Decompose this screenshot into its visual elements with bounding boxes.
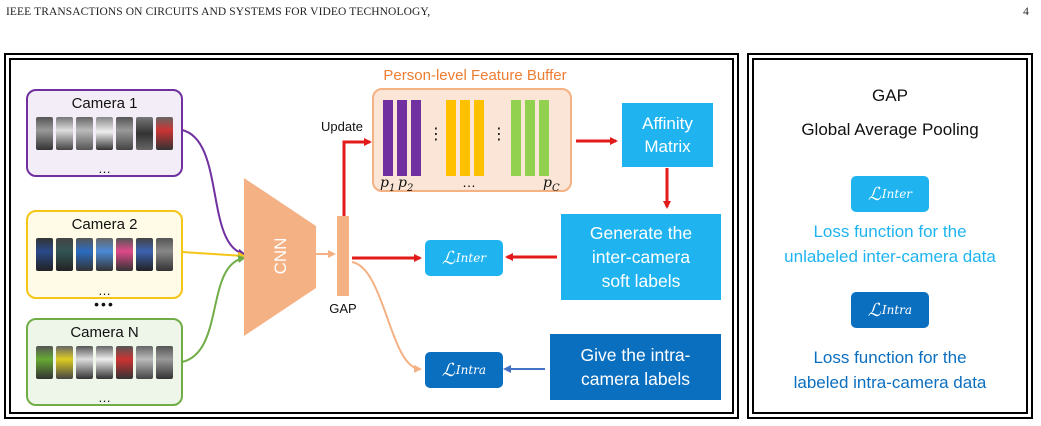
camera-2-image-strip <box>36 238 173 271</box>
buffer-label-p1: p1 <box>380 175 396 194</box>
gap-feature-vector <box>337 216 349 296</box>
buffer-dots-mid: … <box>462 174 476 190</box>
buffer-vdots-2: ⋮ <box>491 126 507 143</box>
give-intra-labels-box: Give the intra- camera labels <box>550 334 721 400</box>
buffer-title: Person-level Feature Buffer <box>383 67 567 84</box>
buffer-purple-bars <box>383 100 421 176</box>
camera-n-label: Camera N <box>70 324 139 341</box>
camera-1-image-strip <box>36 117 173 150</box>
affinity-matrix-box: Affinity Matrix <box>622 103 713 167</box>
camera-2-more-dots: … <box>98 283 111 298</box>
camera-n-box: Camera N … <box>26 318 183 406</box>
buffer-green-bars <box>511 100 549 176</box>
generate-line-3: soft labels <box>601 271 681 291</box>
cnn-label: CNN <box>271 237 290 275</box>
camera-2-label: Camera 2 <box>71 216 138 233</box>
buffer-label-pc: pC <box>543 175 560 194</box>
legend-intra-desc-2: labeled intra-camera data <box>793 373 987 392</box>
cameras-ellipsis: ••• <box>94 296 115 312</box>
legend-inter-desc-1: Loss function for the <box>813 222 967 241</box>
generate-line-2: inter-camera <box>591 247 691 267</box>
camera-n-more-dots: … <box>98 390 111 405</box>
legend-gap-title: GAP <box>872 86 908 105</box>
legend-frame-inner <box>752 58 1028 414</box>
buffer-label-p2: p2 <box>398 175 414 194</box>
buffer-yellow-bars <box>446 100 484 176</box>
affinity-line-2: Matrix <box>644 137 691 156</box>
buffer-vdots-1: ⋮ <box>428 126 444 143</box>
give-line-1: Give the intra- <box>580 345 691 365</box>
generate-line-1: Generate the <box>589 223 693 243</box>
cnn-block <box>244 178 316 336</box>
page-number: 4 <box>1023 6 1029 18</box>
legend-gap-full: Global Average Pooling <box>801 120 979 139</box>
update-label: Update <box>321 119 363 134</box>
generate-soft-labels-box: Generate the inter-camera soft labels <box>561 214 721 300</box>
camera-1-more-dots: … <box>98 161 111 176</box>
journal-header: IEEE TRANSACTIONS ON CIRCUITS AND SYSTEM… <box>6 6 431 18</box>
camera-1-box: Camera 1 … <box>26 89 183 177</box>
give-line-2: camera labels <box>581 369 690 389</box>
camera-n-image-strip <box>36 346 173 379</box>
legend-inter-desc-2: unlabeled inter-camera data <box>784 247 996 266</box>
feature-buffer: ⋮ ⋮ p1 p2 … pC <box>372 88 572 194</box>
camera-1-label: Camera 1 <box>71 95 138 112</box>
diagram-frame-outer <box>4 53 739 419</box>
affinity-line-1: Affinity <box>642 114 693 133</box>
diagram-frame-inner <box>9 58 734 414</box>
camera-2-box: Camera 2 … <box>26 210 183 299</box>
gap-label: GAP <box>329 301 357 316</box>
legend-frame-outer <box>747 53 1033 419</box>
legend-intra-desc-1: Loss function for the <box>813 348 967 367</box>
